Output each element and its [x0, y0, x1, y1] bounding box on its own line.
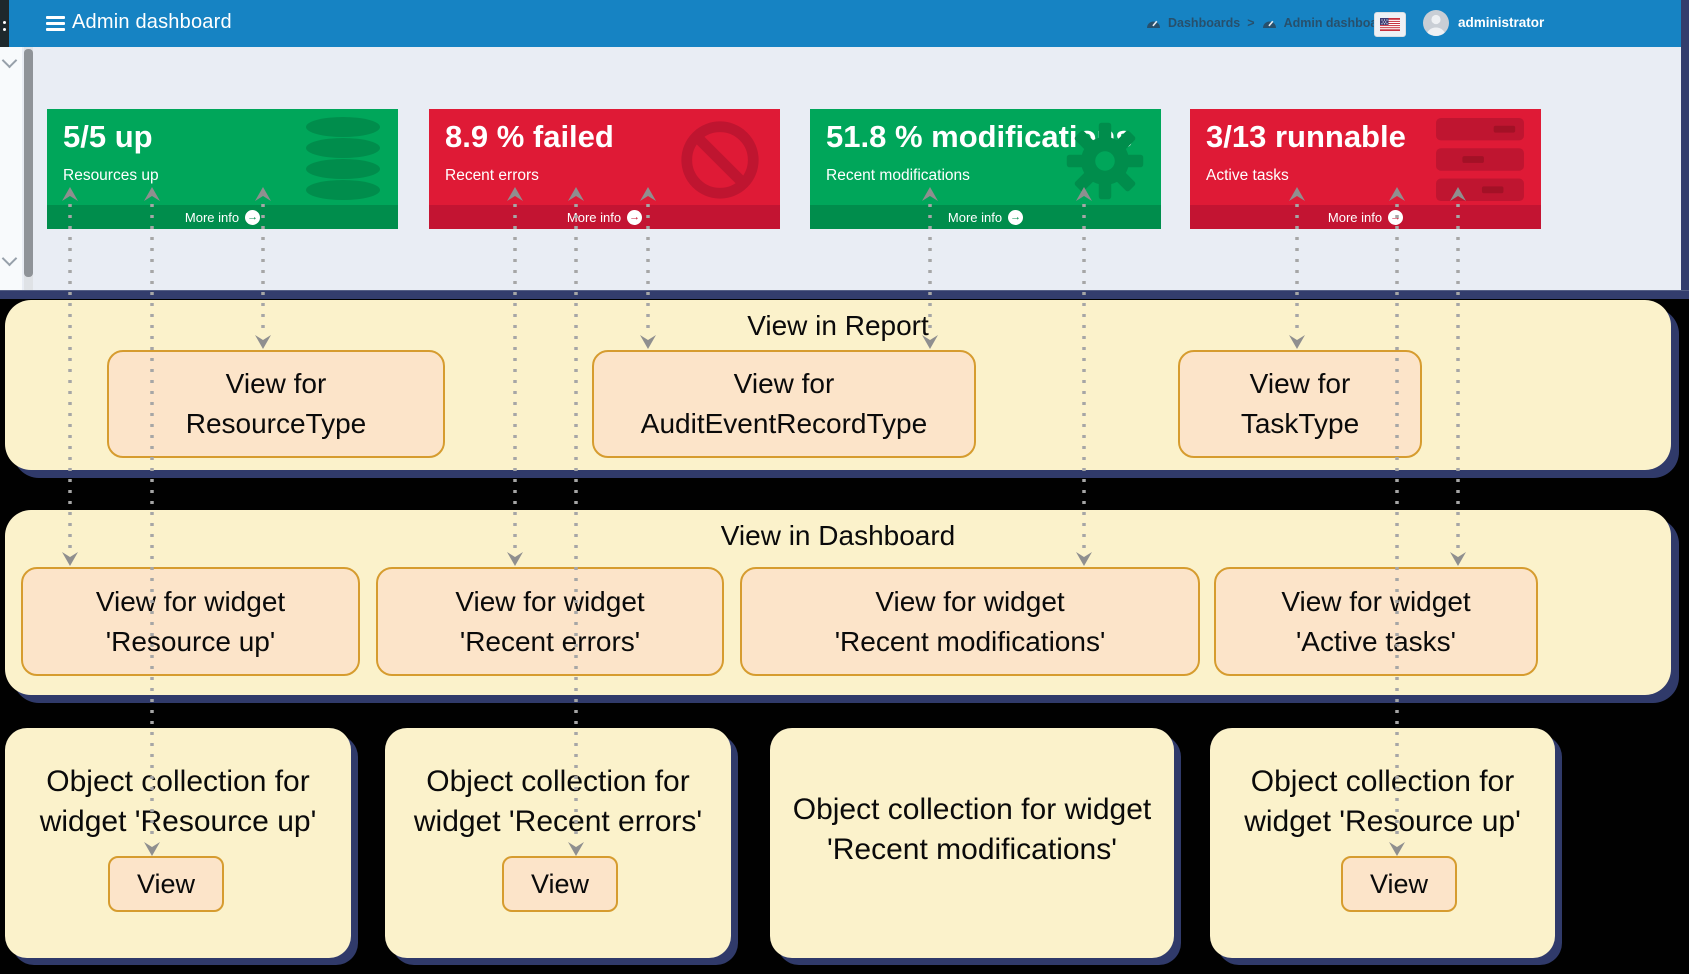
- node-view-for-widget-resource-up: View for widget 'Resource up': [21, 567, 360, 676]
- sidebar-edge: [0, 0, 9, 47]
- info-box-recent-modifications: 51.8 % modifications Recent modification…: [810, 109, 1161, 229]
- more-info-link[interactable]: More info →: [47, 205, 398, 229]
- breadcrumb: Dashboards > Admin dashboard: [1146, 16, 1390, 30]
- view-button: View: [1341, 856, 1457, 912]
- dashboard-icon: [1262, 20, 1276, 28]
- window-border-right: [1681, 0, 1689, 298]
- dashboard-panel-title: View in Dashboard: [720, 520, 956, 551]
- info-box-label: Resources up: [63, 167, 159, 184]
- top-navbar: Admin dashboard Dashboards > Admin dashb…: [0, 0, 1681, 47]
- left-rail: [0, 47, 22, 290]
- view-button: View: [108, 856, 224, 912]
- breadcrumb-link-dashboards[interactable]: Dashboards: [1168, 16, 1241, 30]
- collection-box-resource-up-2: Object collection for widget 'Resource u…: [1210, 728, 1555, 958]
- info-box-recent-errors: 8.9 % failed Recent errors More info →: [429, 109, 780, 229]
- arrow-circle-right-icon: →: [1008, 209, 1024, 225]
- hamburger-menu-icon[interactable]: [46, 16, 65, 34]
- page-title: Admin dashboard: [72, 11, 232, 33]
- info-box-label: Recent errors: [445, 167, 539, 184]
- us-flag-icon: [1380, 18, 1400, 31]
- info-box-resources-up: 5/5 up Resources up More info →: [47, 109, 398, 229]
- arrow-circle-right-icon: →: [627, 209, 643, 225]
- breadcrumb-separator: >: [1247, 16, 1255, 30]
- info-box-label: Active tasks: [1206, 167, 1289, 184]
- info-box-value: 3/13 runnable: [1206, 119, 1406, 154]
- node-view-for-auditeventrecordtype: View for AuditEventRecordType: [592, 350, 976, 458]
- more-info-link[interactable]: More info →: [1190, 205, 1541, 229]
- node-view-for-tasktype: View for TaskType: [1178, 350, 1422, 458]
- gear-icon: [1065, 121, 1145, 205]
- collection-box-resource-up: Object collection for widget 'Resource u…: [5, 728, 351, 958]
- info-box-value: 8.9 % failed: [445, 119, 614, 154]
- collection-box-recent-modifications: Object collection for widget 'Recent mod…: [770, 728, 1174, 958]
- user-avatar[interactable]: [1423, 10, 1449, 36]
- report-panel-title: View in Report: [747, 310, 929, 341]
- dashboard-icon: [1147, 20, 1160, 28]
- breadcrumb-link-admin-dashboard[interactable]: Admin dashboard: [1283, 16, 1390, 30]
- node-view-for-widget-active-tasks: View for widget 'Active tasks': [1214, 567, 1538, 676]
- info-box-active-tasks: 3/13 runnable Active tasks: [1190, 109, 1541, 229]
- window-border-bottom: [0, 290, 1689, 299]
- view-button: View: [502, 856, 618, 912]
- info-box-value: 5/5 up: [63, 119, 153, 154]
- person-icon: [1426, 14, 1446, 36]
- node-view-for-widget-recent-errors: View for widget 'Recent errors': [376, 567, 724, 676]
- arrow-circle-right-icon: →: [245, 209, 261, 225]
- database-icon: [304, 116, 382, 205]
- dashboard-content-area: 5/5 up Resources up More info → 8.9 % fa…: [0, 47, 1681, 290]
- node-view-for-widget-recent-modifications: View for widget 'Recent modifications': [740, 567, 1200, 676]
- node-view-for-resourcetype: View for ResourceType: [107, 350, 445, 458]
- collection-box-recent-errors: Object collection for widget 'Recent err…: [385, 728, 731, 958]
- more-info-link[interactable]: More info →: [429, 205, 780, 229]
- info-box-label: Recent modifications: [826, 167, 970, 184]
- language-flag-button[interactable]: [1374, 12, 1406, 37]
- arrow-circle-right-icon: →: [1388, 209, 1404, 225]
- scrollbar-thumb[interactable]: [24, 49, 33, 277]
- username-label[interactable]: administrator: [1458, 15, 1545, 30]
- ban-icon: [676, 116, 764, 205]
- server-icon: [1435, 116, 1525, 205]
- more-info-link[interactable]: More info →: [810, 205, 1161, 229]
